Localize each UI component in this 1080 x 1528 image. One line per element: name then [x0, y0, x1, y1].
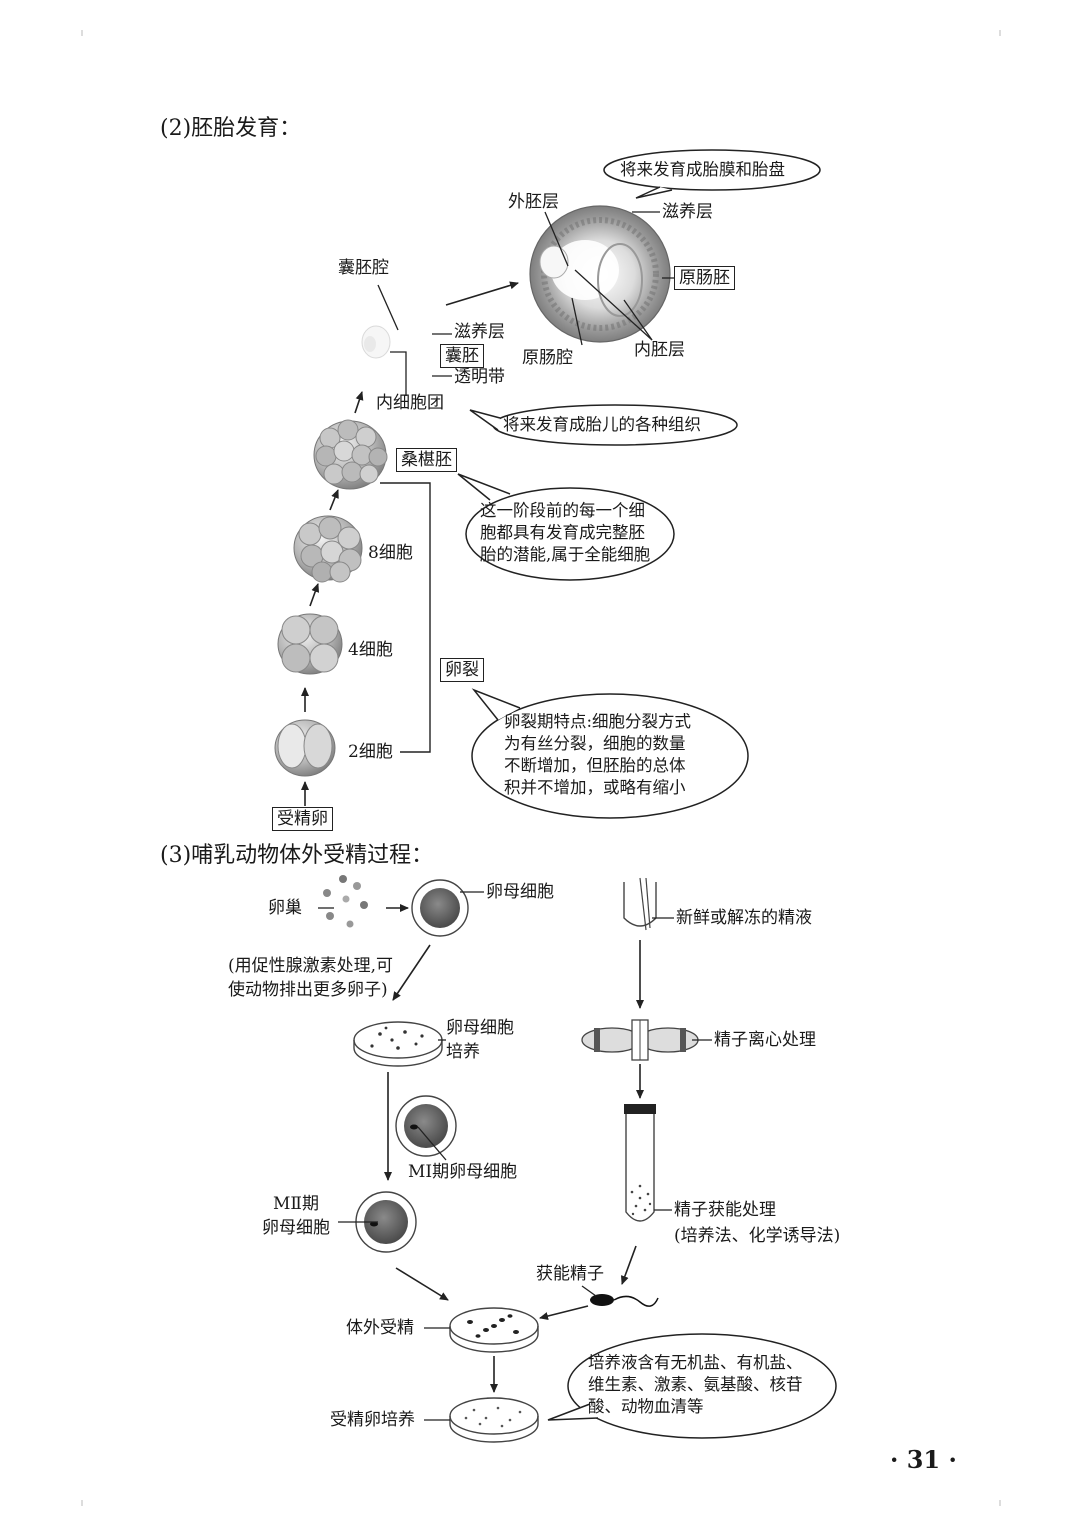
arrow-sperm-to-fertilization [539, 1305, 589, 1320]
ivf-section-title: (3)哺乳动物体外受精过程： [160, 843, 434, 868]
label-trophoblast-gastrula: 滋养层 [662, 202, 713, 222]
mii-oocyte-line: 卵母细胞 [262, 1218, 330, 1238]
label-hormone-note: (用促性腺激素处理,可 使动物排出更多卵子) [228, 954, 393, 1002]
label-inner-cell-mass: 内细胞团 [376, 393, 444, 413]
arrow-8cell-to-morula [329, 489, 339, 511]
centrifuge-image [581, 1019, 699, 1061]
stage-two-cell: 2细胞 [348, 742, 393, 762]
label-capacitation-methods: (培养法、化学诱导法) [674, 1226, 841, 1246]
bubble-cleavage-line: 积并不增加，或略有缩小 [504, 778, 686, 797]
stage-eight-cell: 8细胞 [368, 543, 413, 563]
label-ectoderm: 外胚层 [508, 192, 559, 212]
fertilization-dish-image [449, 1307, 539, 1353]
leader-blastocoel [377, 284, 399, 331]
mi-oocyte-image [395, 1095, 457, 1157]
bubble-placenta-text: 将来发育成胎膜和胎盘 [620, 160, 785, 179]
label-ovary: 卵巢 [268, 898, 302, 918]
ovary-follicles-image [323, 875, 368, 928]
label-endoderm: 内胚层 [634, 340, 685, 360]
arrow-4cell-to-8cell [309, 583, 320, 607]
label-centrifuge: 精子离心处理 [714, 1030, 816, 1050]
bubble-medium-text: 培养液含有无机盐、有机盐、 维生素、激素、氨基酸、核苷 酸、动物血清等 [588, 1352, 803, 1418]
label-zygote-culture: 受精卵培养 [330, 1410, 415, 1430]
hormone-note-line: (用促性腺激素处理,可 [228, 956, 394, 976]
label-oocyte: 卵母细胞 [486, 882, 554, 902]
stage-four-cell: 4细胞 [348, 640, 393, 660]
label-semen: 新鲜或解冻的精液 [676, 908, 812, 928]
four-cell-embryo-image [277, 613, 343, 675]
capacitation-tube-image [624, 1104, 656, 1222]
stage-blastocyst: 囊胚 [440, 344, 484, 368]
label-mii-oocyte: MⅡ期 卵母细胞 [262, 1192, 330, 1240]
eight-cell-embryo-image [293, 515, 363, 583]
bubble-totipotent-line: 胞都具有发育成完整胚 [480, 523, 645, 542]
two-cell-embryo-image [274, 719, 336, 777]
bubble-totipotent-text: 这一阶段前的每一个细 胞都具有发育成完整胚 胎的潜能,属于全能细胞 [480, 500, 650, 566]
bubble-medium [567, 1333, 837, 1439]
bubble-placenta [603, 149, 821, 191]
bubble-medium-line: 培养液含有无机盐、有机盐、 [588, 1353, 803, 1372]
page-number: · 31 · [890, 1445, 957, 1474]
label-blastocoel: 囊胚腔 [338, 258, 389, 278]
arrow-mii-to-fertilization [395, 1267, 449, 1301]
bubble-cleavage-line: 为有丝分裂，细胞的数量 [504, 734, 686, 753]
mii-oocyte-image [355, 1191, 417, 1253]
label-oocyte-culture: 卵母细胞 培养 [446, 1016, 514, 1064]
blastocyst-image [361, 325, 391, 359]
gastrula-image [529, 205, 671, 343]
label-zona-pellucida: 透明带 [454, 367, 505, 387]
label-archenteron: 原肠腔 [522, 348, 573, 368]
bubble-cleavage-line: 不断增加，但胚胎的总体 [504, 756, 686, 775]
arrow-tube-to-sperm [621, 1245, 637, 1285]
bubble-tissues-text: 将来发育成胎儿的各种组织 [503, 415, 701, 434]
embryo-section-title: (2)胚胎发育： [160, 116, 302, 141]
bubble-totipotent-line: 胎的潜能,属于全能细胞 [480, 545, 651, 564]
bubble-totipotent [465, 487, 675, 581]
bubble-cleavage-text: 卵裂期特点:细胞分裂方式 为有丝分裂，细胞的数量 不断增加，但胚胎的总体 积并不… [504, 711, 691, 799]
stage-fertilized-egg: 受精卵 [272, 807, 333, 831]
leader-endoderm-2 [623, 299, 653, 341]
arrow-morula-to-blastocyst [354, 391, 364, 414]
oocyte-image [411, 879, 469, 937]
semen-tube-image [623, 877, 657, 931]
bubble-cleavage-line: 卵裂期特点:细胞分裂方式 [504, 712, 692, 731]
stage-cleavage: 卵裂 [440, 658, 484, 682]
arrow-oocyte-to-culture [392, 944, 431, 1001]
label-mi-oocyte: MⅠ期卵母细胞 [408, 1162, 518, 1182]
label-capacitated-sperm: 获能精子 [536, 1264, 604, 1284]
label-trophoblast-blastocyst: 滋养层 [454, 322, 505, 342]
leader-archenteron [571, 297, 583, 346]
bubble-cleavage [471, 693, 749, 819]
bubble-medium-line: 酸、动物血清等 [588, 1397, 704, 1416]
arrow-blastocyst-to-gastrula [445, 281, 519, 306]
label-capacitation: 精子获能处理 [674, 1200, 776, 1220]
stage-gastrula: 原肠胚 [674, 266, 735, 290]
bubble-totipotent-line: 这一阶段前的每一个细 [480, 501, 645, 520]
oocyte-culture-line: 培养 [446, 1042, 480, 1062]
oocyte-culture-dish-image [353, 1021, 443, 1067]
bubble-medium-line: 维生素、激素、氨基酸、核苷 [588, 1375, 803, 1394]
leader-ectoderm [544, 211, 569, 267]
mii-oocyte-line: MⅡ期 [273, 1194, 319, 1214]
cleavage-bracket [380, 482, 431, 753]
hormone-note-line: 使动物排出更多卵子) [228, 980, 388, 1000]
morula-image [313, 419, 388, 490]
label-in-vitro-fertilization: 体外受精 [346, 1318, 414, 1338]
leader-inner-cell-mass [390, 351, 407, 396]
zygote-culture-dish-image [449, 1397, 539, 1443]
oocyte-culture-line: 卵母细胞 [446, 1018, 514, 1038]
stage-morula: 桑椹胚 [396, 448, 457, 472]
sperm-image [590, 1294, 659, 1307]
leader-endoderm-1 [574, 269, 653, 341]
